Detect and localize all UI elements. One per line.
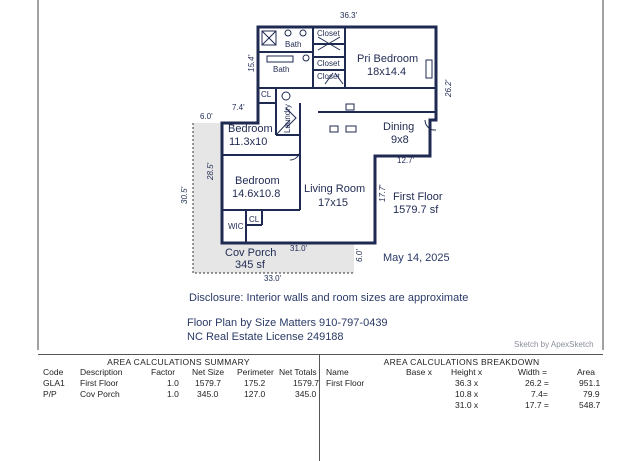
- dim-bedroom-top: 7.4': [232, 103, 245, 112]
- floor-size: 1579.7 sf: [393, 204, 439, 216]
- summary-cell: 1.0: [167, 378, 179, 388]
- breakdown-cell: 7.4=: [531, 389, 548, 399]
- summary-header-cell: Code: [43, 367, 64, 377]
- area-calculations: AREA CALCULATIONS SUMMARY Code Descripti…: [38, 354, 603, 461]
- table-divider: [319, 355, 320, 461]
- breakdown-title: AREA CALCULATIONS BREAKDOWN: [383, 357, 540, 367]
- summary-header-cell: Perimeter: [237, 367, 274, 377]
- breakdown-cell: 17.7 =: [525, 400, 549, 410]
- interior-walls: [222, 27, 436, 243]
- disclosure-text: Disclosure: Interior walls and room size…: [189, 292, 469, 304]
- breakdown-header-row: Name Base x Height x Width = Area: [320, 367, 603, 377]
- summary-cell: GLA1: [43, 378, 65, 388]
- floor-name: First Floor: [393, 191, 443, 203]
- plan-date: May 14, 2025: [383, 252, 450, 264]
- summary-header-cell: Net Totals: [279, 367, 317, 377]
- breakdown-cell: 36.3 x: [455, 378, 479, 388]
- summary-cell: 1.0: [167, 389, 179, 399]
- breakdown-header-cell: Height x: [451, 367, 483, 377]
- dim-top: 36.3': [340, 11, 358, 20]
- porch-size: 345 sf: [235, 259, 266, 271]
- license-text: NC Real Estate License 249188: [187, 331, 344, 343]
- area-summary-table: AREA CALCULATIONS SUMMARY Code Descripti…: [38, 355, 319, 461]
- dim-bedroom-top-left: 6.0': [200, 112, 213, 121]
- summary-row: GLA1 First Floor 1.0 1579.7 175.2 1579.7: [38, 378, 319, 388]
- dim-right: 26.2': [444, 79, 453, 98]
- dining-name: Dining: [383, 121, 414, 133]
- closet2-label: Closet: [317, 59, 340, 68]
- dim-porch-bottom: 33.0': [264, 274, 282, 283]
- breakdown-cell: 10.8 x: [455, 389, 479, 399]
- dining-size: 9x8: [391, 134, 409, 146]
- company-text: Floor Plan by Size Matters 910-797-0439: [187, 317, 388, 329]
- dim-living-right: 17.7': [378, 184, 387, 202]
- breakdown-header-cell: Width =: [518, 367, 548, 377]
- closet1-label: Closet: [317, 29, 340, 38]
- summary-title: AREA CALCULATIONS SUMMARY: [107, 357, 250, 367]
- summary-cell: 175.2: [244, 378, 266, 388]
- summary-cell: 345.0: [295, 389, 317, 399]
- summary-cell: Cov Porch: [80, 389, 120, 399]
- fixtures: [261, 29, 437, 161]
- dim-left: 30.5': [180, 186, 189, 204]
- dim-bedroom2-side: 28.5': [206, 162, 215, 181]
- breakdown-header-cell: Base x: [406, 367, 432, 377]
- summary-cell: 345.0: [197, 389, 219, 399]
- area-breakdown-table: AREA CALCULATIONS BREAKDOWN Name Base x …: [320, 355, 603, 461]
- breakdown-row: First Floor 36.3 x 26.2 = 951.1: [320, 378, 603, 388]
- cl1-label: CL: [261, 90, 272, 99]
- breakdown-cell: 31.0 x: [455, 400, 479, 410]
- summary-cell: 127.0: [244, 389, 266, 399]
- bedroom1-name: Bedroom: [228, 123, 273, 135]
- breakdown-cell: 26.2 =: [525, 378, 549, 388]
- laundry-label: Laundry: [283, 104, 292, 133]
- breakdown-cell: 79.9: [583, 389, 600, 399]
- breakdown-header-cell: Name: [326, 367, 349, 377]
- porch-outline: [192, 123, 354, 274]
- bedroom1-size: 11.3x10: [229, 136, 267, 148]
- dim-living-bottom: 31.0': [290, 244, 308, 253]
- bath1-label: Bath: [285, 40, 301, 49]
- closet3-label: Closet: [317, 72, 340, 81]
- summary-cell: P/P: [43, 389, 57, 399]
- breakdown-cell: 951.1: [579, 378, 601, 388]
- summary-header-cell: Description: [80, 367, 123, 377]
- sketch-credit: Sketch by ApexSketch: [514, 340, 594, 349]
- dim-dining-bottom: 12.7': [397, 156, 415, 165]
- bath2-label: Bath: [273, 65, 289, 74]
- breakdown-cell: 548.7: [579, 400, 601, 410]
- breakdown-row: 10.8 x 7.4= 79.9: [320, 389, 603, 399]
- summary-row: P/P Cov Porch 1.0 345.0 127.0 345.0: [38, 389, 319, 399]
- breakdown-cell: First Floor: [326, 378, 365, 388]
- dim-bath-side: 15.4': [247, 54, 256, 72]
- dim-porch-right: 6.0': [355, 249, 364, 262]
- cl2-label: CL: [249, 215, 260, 224]
- living-room-size: 17x15: [318, 197, 348, 209]
- bedroom2-size: 14.6x10.8: [232, 188, 280, 200]
- wic-label: WIC: [228, 222, 244, 231]
- summary-cell: First Floor: [80, 378, 119, 388]
- primary-bedroom-name: Pri Bedroom: [357, 53, 418, 65]
- summary-cell: 1579.7: [293, 378, 319, 388]
- summary-cell: 1579.7: [195, 378, 221, 388]
- breakdown-header-cell: Area: [577, 367, 595, 377]
- bedroom2-name: Bedroom: [235, 175, 280, 187]
- living-room-name: Living Room: [304, 183, 365, 195]
- summary-header-cell: Net Size: [192, 367, 225, 377]
- floor-plan-drawing: 36.3' 15.4' 26.2' 6.0' 7.4' 28.5' 30.5' …: [37, 0, 604, 350]
- summary-header-row: Code Description Factor Net Size Perimet…: [38, 367, 319, 377]
- porch-name: Cov Porch: [225, 247, 276, 259]
- breakdown-row: 31.0 x 17.7 = 548.7: [320, 400, 603, 410]
- summary-header-cell: Factor: [151, 367, 176, 377]
- primary-bedroom-size: 18x14.4: [367, 66, 406, 78]
